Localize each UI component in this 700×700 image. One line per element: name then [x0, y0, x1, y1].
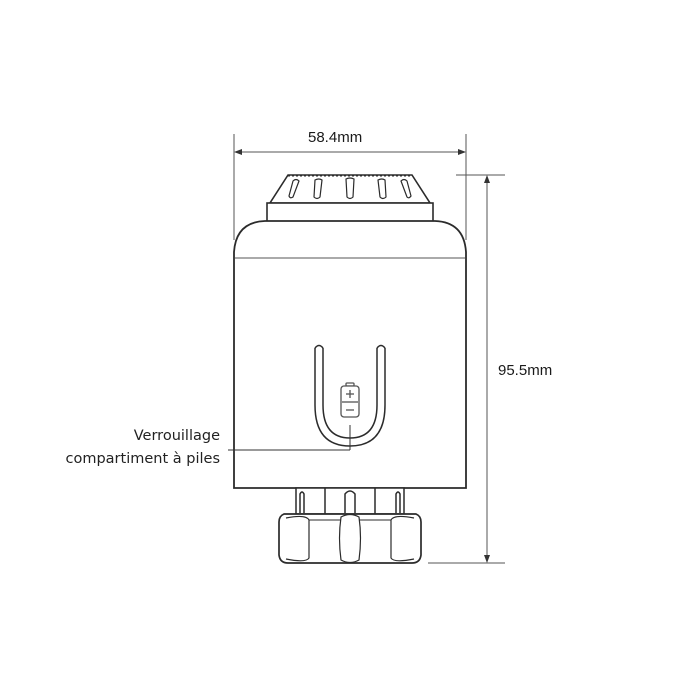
height-dimension-label: 95.5mm	[498, 362, 553, 379]
battery-lock-callout: Verrouillage compartiment à piles	[66, 425, 221, 471]
height-dimension	[428, 174, 505, 564]
knob-cap	[266, 174, 434, 223]
callout-line-2: compartiment à piles	[65, 451, 221, 467]
callout-leader	[228, 425, 351, 451]
battery-icon	[340, 382, 360, 418]
connector-section	[295, 487, 405, 515]
width-dimension	[233, 134, 467, 240]
width-dimension-label: 58.4mm	[308, 129, 363, 146]
callout-line-1: Verrouillage	[133, 428, 220, 444]
main-body	[233, 220, 467, 489]
hex-nut	[278, 513, 422, 564]
